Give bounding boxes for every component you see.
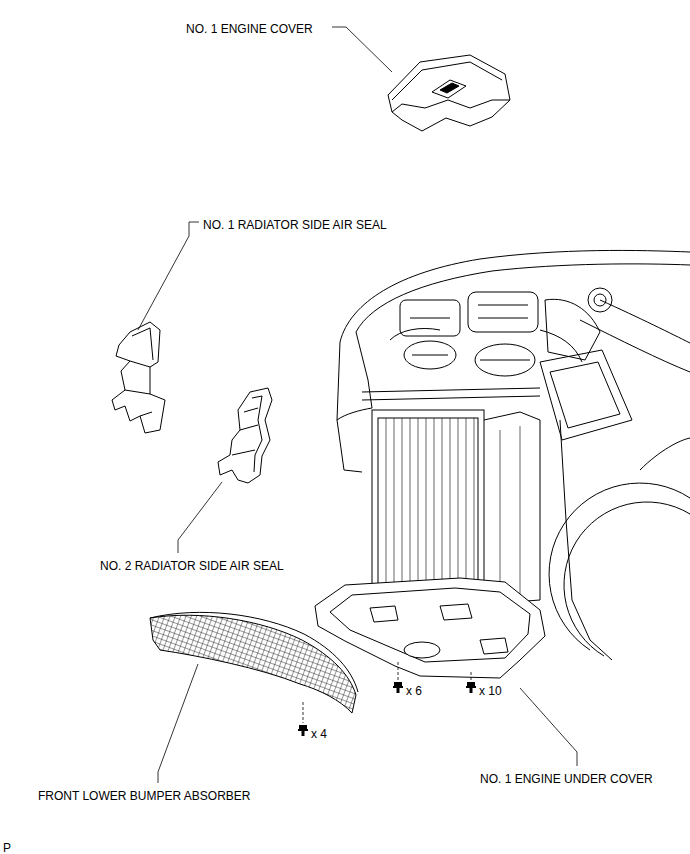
part-label: NO. 1 ENGINE COVER (186, 19, 313, 37)
quantity-label: x 4 (311, 724, 327, 742)
bolt-symbol (298, 725, 308, 736)
quantity-label: x 10 (479, 684, 502, 698)
bolt-symbol (393, 682, 403, 693)
bolt-symbol (466, 682, 476, 693)
part-label: NO. 1 RADIATOR SIDE AIR SEAL (203, 215, 387, 233)
part-label: FRONT LOWER BUMPER ABSORBER (38, 789, 250, 803)
quantity-label: x 10 (479, 681, 502, 699)
part-label: NO. 1 ENGINE COVER (186, 22, 313, 36)
part-label: NO. 1 ENGINE UNDER COVER (480, 769, 653, 787)
part-label: NO. 1 ENGINE UNDER COVER (480, 772, 653, 786)
quantity-label: x 6 (406, 681, 422, 699)
page-mark: P (3, 838, 11, 854)
part-label: NO. 1 RADIATOR SIDE AIR SEAL (203, 218, 387, 232)
engine-cover (388, 55, 510, 131)
part-label: NO. 2 RADIATOR SIDE AIR SEAL (100, 556, 284, 574)
quantity-label: x 4 (311, 727, 327, 741)
fastener-lines (303, 662, 471, 723)
quantity-label: x 6 (406, 684, 422, 698)
part-label: FRONT LOWER BUMPER ABSORBER (38, 786, 250, 804)
radiator-side-air-seal (112, 322, 165, 433)
part-label: NO. 2 RADIATOR SIDE AIR SEAL (100, 559, 284, 573)
radiator-side-air-seal (218, 388, 272, 483)
page-mark: P (3, 841, 11, 854)
leader-lines (138, 27, 577, 783)
engine-under-cover (315, 578, 545, 678)
